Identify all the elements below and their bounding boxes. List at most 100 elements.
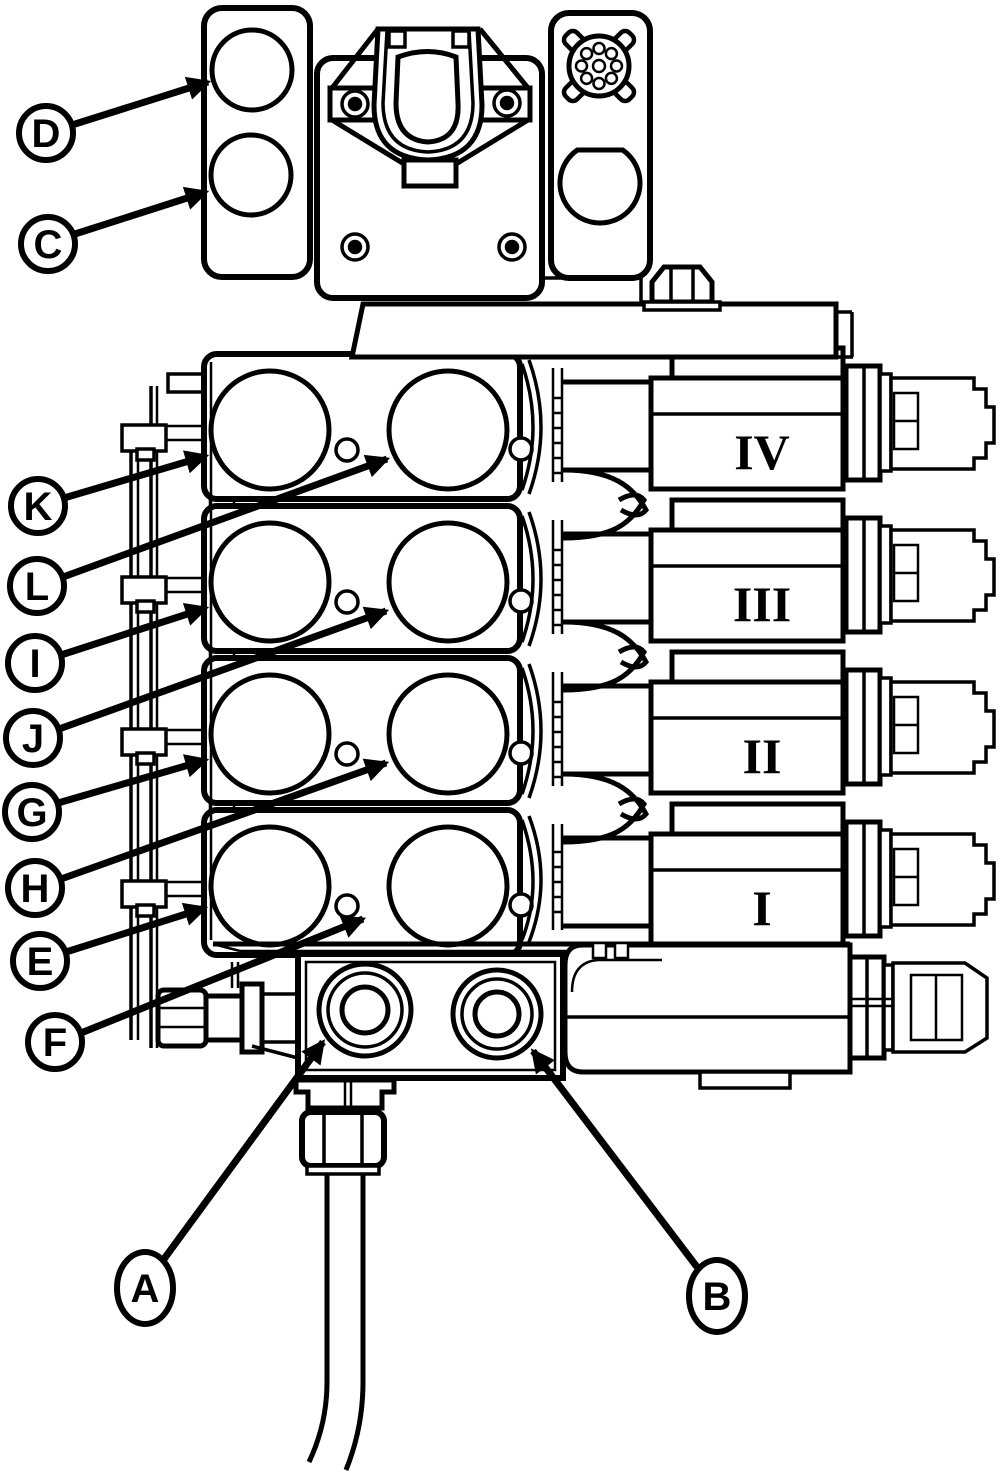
port-bore [386,824,510,948]
callout-a: A [114,1039,326,1327]
coil-band [669,801,846,837]
port-b-bore [472,989,522,1039]
valve-body-section-1 [201,807,564,958]
bolt-hole [334,437,360,463]
port-bore [208,672,332,796]
coil-connector [889,528,996,623]
leader-arrow-c [73,186,210,238]
callout-b: B [530,1048,748,1335]
leader-arrow-e [64,902,209,956]
callout-j: J [3,606,390,768]
callout-letter-k: K [24,485,53,529]
body-bottom-step [212,942,241,953]
port-bore [208,368,332,492]
seal-arc [527,359,543,495]
solenoid-coil-section-2: II [648,649,996,796]
relief-body-detail [570,958,662,993]
plug-line [251,1044,299,1060]
seal-arc [527,511,543,647]
relief-notch [613,941,630,960]
joint-curve [562,796,647,845]
solenoid-coil-section-3: III [648,497,996,644]
top-mounting-bolt [642,264,722,312]
connector-pin-hole [579,71,594,86]
clamp-tab [135,447,156,462]
bolt-hole [508,740,534,766]
leader-arrow-j [57,606,390,733]
callout-letter-e: E [27,940,54,984]
bracket-shoulder [330,27,380,90]
bolt-hole [334,589,360,615]
callout-c: C [18,186,210,274]
callout-letter-l: L [25,565,49,609]
solenoid-coil-section-1: I [648,801,996,948]
connector-pin-hole [579,46,594,61]
left-mounting-rail [120,372,208,1048]
callout-letter-i: I [29,642,40,686]
callout-g: G [2,754,210,842]
callout-circle-f [25,1012,85,1072]
callout-circle-l [7,556,67,616]
connector-pin-hole [574,59,589,73]
bracket-shoulder [478,27,530,90]
callout-letter-a: A [131,1267,160,1311]
connector-pin-hole [604,46,619,61]
callout-circle-k [8,476,68,536]
connector-pin-hole [604,71,619,86]
callout-circle-i [5,633,65,693]
callout-circle-e [10,931,70,991]
clamp [120,727,168,757]
bolt-hole [508,588,534,614]
coil-band [669,649,846,685]
flat-top-port [557,147,643,226]
callout-i: I [5,602,210,693]
coil-body [648,527,846,644]
port-c-circle [208,132,294,218]
bolt-head [649,264,715,305]
callout-circle-c [18,214,78,274]
hose-fitting [293,1077,397,1471]
top-left-port-plate [201,5,313,280]
callout-letter-g: G [16,791,47,835]
manifold-left-plug [155,962,299,1060]
callout-f: F [25,915,367,1072]
plug-flange [239,981,265,1055]
leader-arrow-i [59,602,210,659]
valve-body-section-3 [201,503,564,654]
callout-e: E [10,902,209,991]
clamp [120,575,168,605]
leader-arrow-f [79,915,367,1037]
seal-arc [520,515,535,643]
manifold-inner-edge [304,960,557,1072]
ladder-rungs [553,700,562,779]
horseshoe-opening [393,49,461,145]
seal-arc [527,815,543,943]
callout-letter-h: H [21,867,50,911]
ladder-rungs [553,850,562,914]
bolt-hole [508,436,534,462]
plug-body [203,993,245,1043]
coil-connector [889,680,996,775]
callout-circle-h [5,858,65,918]
mounting-bracket [314,26,545,301]
callout-l: L [7,454,391,616]
flange-taper [454,117,530,167]
connector-pin-hole [592,76,606,91]
port-bore [208,520,332,644]
hose-line [306,1174,330,1464]
solenoid-coil-section-4: IV [648,345,996,492]
callout-letter-f: F [43,1021,67,1065]
bracket-bolt [504,239,520,255]
callout-circle-a [114,1249,176,1327]
bracket-bolt [347,239,363,255]
section-label-II: II [743,728,782,784]
rail-top-step [166,372,208,394]
flange-taper [330,117,406,167]
x-pattern-connector [561,28,637,104]
port-bore [386,672,510,796]
coil-connector [889,832,996,927]
flange-bolt [499,95,515,111]
callout-d: D [16,76,212,163]
rail-clamps [120,423,168,918]
